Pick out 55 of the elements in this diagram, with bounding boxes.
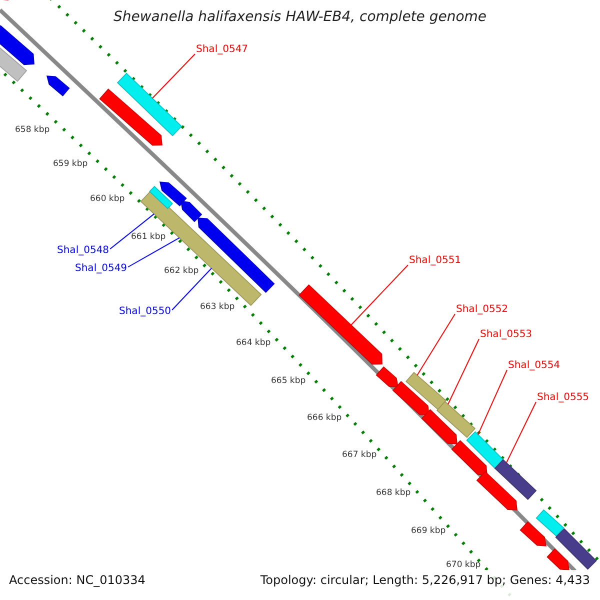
gene-feature <box>159 182 187 206</box>
gene-feature <box>436 400 476 438</box>
gene-feature <box>476 471 518 510</box>
gene-label: Shal_0553 <box>480 330 532 340</box>
tick-label: 659 kbp <box>53 160 88 168</box>
gene-label: Shal_0550 <box>119 307 172 317</box>
gene-feature <box>116 72 182 136</box>
tick-label: 669 kbp <box>411 527 446 536</box>
tick-label: 666 kbp <box>307 414 342 422</box>
gene-feature <box>99 88 162 146</box>
tick-label: 664 kbp <box>236 339 271 348</box>
gene-label: Shal_0551 <box>409 256 462 266</box>
gene-feature <box>494 459 537 500</box>
gene-feature <box>46 76 70 96</box>
leader-line <box>152 54 196 99</box>
leader-line <box>506 402 536 464</box>
gene-feature <box>520 521 546 546</box>
tick-label: 662 kbp <box>164 267 199 276</box>
tick-label: 665 kbp <box>271 377 306 386</box>
gene-feature <box>405 372 447 410</box>
gene-label: Shal_0552 <box>456 305 508 315</box>
tick-label: 667 kbp <box>342 451 377 460</box>
leader-line <box>416 314 456 376</box>
accession-text: Accession: NC_010334 <box>9 574 146 586</box>
gene-feature <box>0 46 28 82</box>
gene-feature <box>536 509 564 537</box>
title: Shewanella halifaxensis HAW-EB4, complete genome <box>112 10 488 24</box>
leader-line <box>172 268 212 310</box>
genome-info-text: Topology: circular; Length: 5,226,917 bp; Genes: 4,433 <box>260 574 590 586</box>
gene-feature <box>421 409 458 444</box>
tick-label: 660 kbp <box>90 195 125 204</box>
gene-feature <box>376 366 398 388</box>
gene-feature <box>198 218 275 293</box>
tick-label: 663 kbp <box>200 303 235 312</box>
leader-line <box>350 264 408 326</box>
gene-label: Shal_0555 <box>537 393 590 403</box>
gene-feature <box>466 431 504 469</box>
gene-label: Shal_0549 <box>75 264 128 274</box>
gene-feature <box>392 381 430 416</box>
tick-label: 670 kbp <box>446 561 481 570</box>
gene-feature <box>0 25 34 66</box>
leader-line <box>110 213 155 250</box>
tick-label: 658 kbp <box>15 126 50 134</box>
gene-label: Shal_0548 <box>57 246 110 256</box>
leader-line <box>128 237 180 268</box>
gene-label: Shal_0554 <box>508 361 560 371</box>
gene-feature <box>180 200 202 222</box>
gene-feature <box>298 284 382 365</box>
leader-line <box>478 370 508 436</box>
gene-feature <box>451 440 488 476</box>
gene-feature <box>149 186 173 210</box>
gene-label: Shal_0547 <box>196 45 248 55</box>
tick-label: 661 kbp <box>131 233 166 242</box>
leader-line <box>448 338 480 405</box>
tick-label: 668 kbp <box>376 489 411 498</box>
